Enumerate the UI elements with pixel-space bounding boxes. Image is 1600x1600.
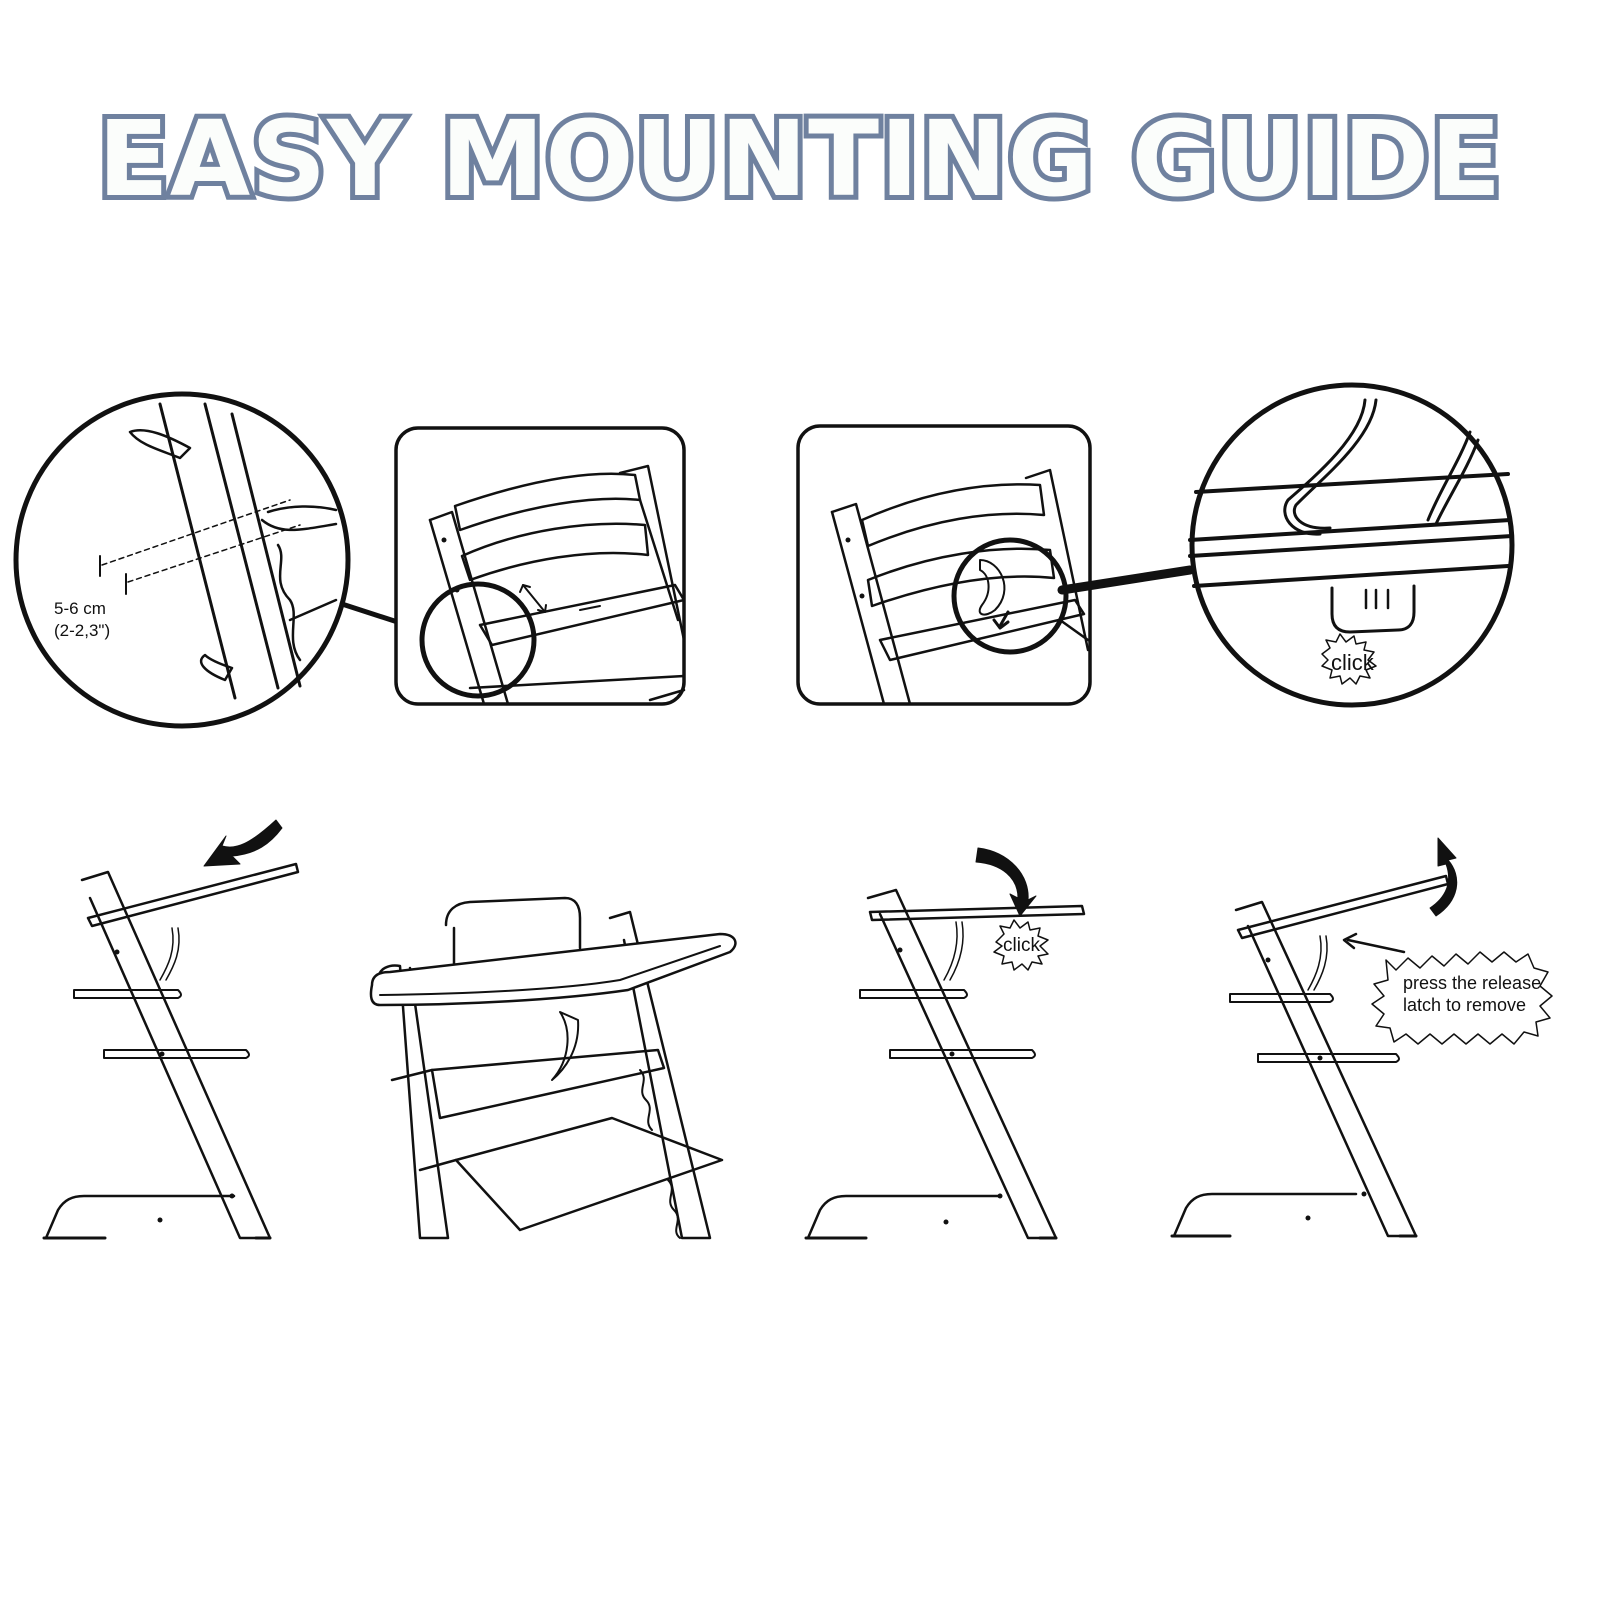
release-label-line2: latch to remove (1403, 995, 1526, 1015)
measure-imperial-label: (2-2,3") (54, 621, 110, 640)
step-2-tray-mounted (369, 896, 737, 1240)
click-label-step3: click (1003, 935, 1040, 956)
release-label-line1: press the release (1403, 973, 1541, 993)
step-4-release: press the release latch to remove (1170, 837, 1553, 1238)
panel-seat-adjust (394, 426, 686, 706)
click-detail: click (1188, 382, 1515, 708)
step-1-slide-on (42, 819, 300, 1240)
measurement-detail: 5-6 cm (2-2,3") (13, 391, 419, 729)
step-3-click: click (804, 847, 1086, 1240)
measure-metric-label: 5-6 cm (54, 599, 106, 618)
click-label-top: click (1331, 650, 1375, 675)
page-title: EASY MOUNTING GUIDE (93, 93, 1506, 225)
panel-tray-attach (796, 424, 1195, 706)
